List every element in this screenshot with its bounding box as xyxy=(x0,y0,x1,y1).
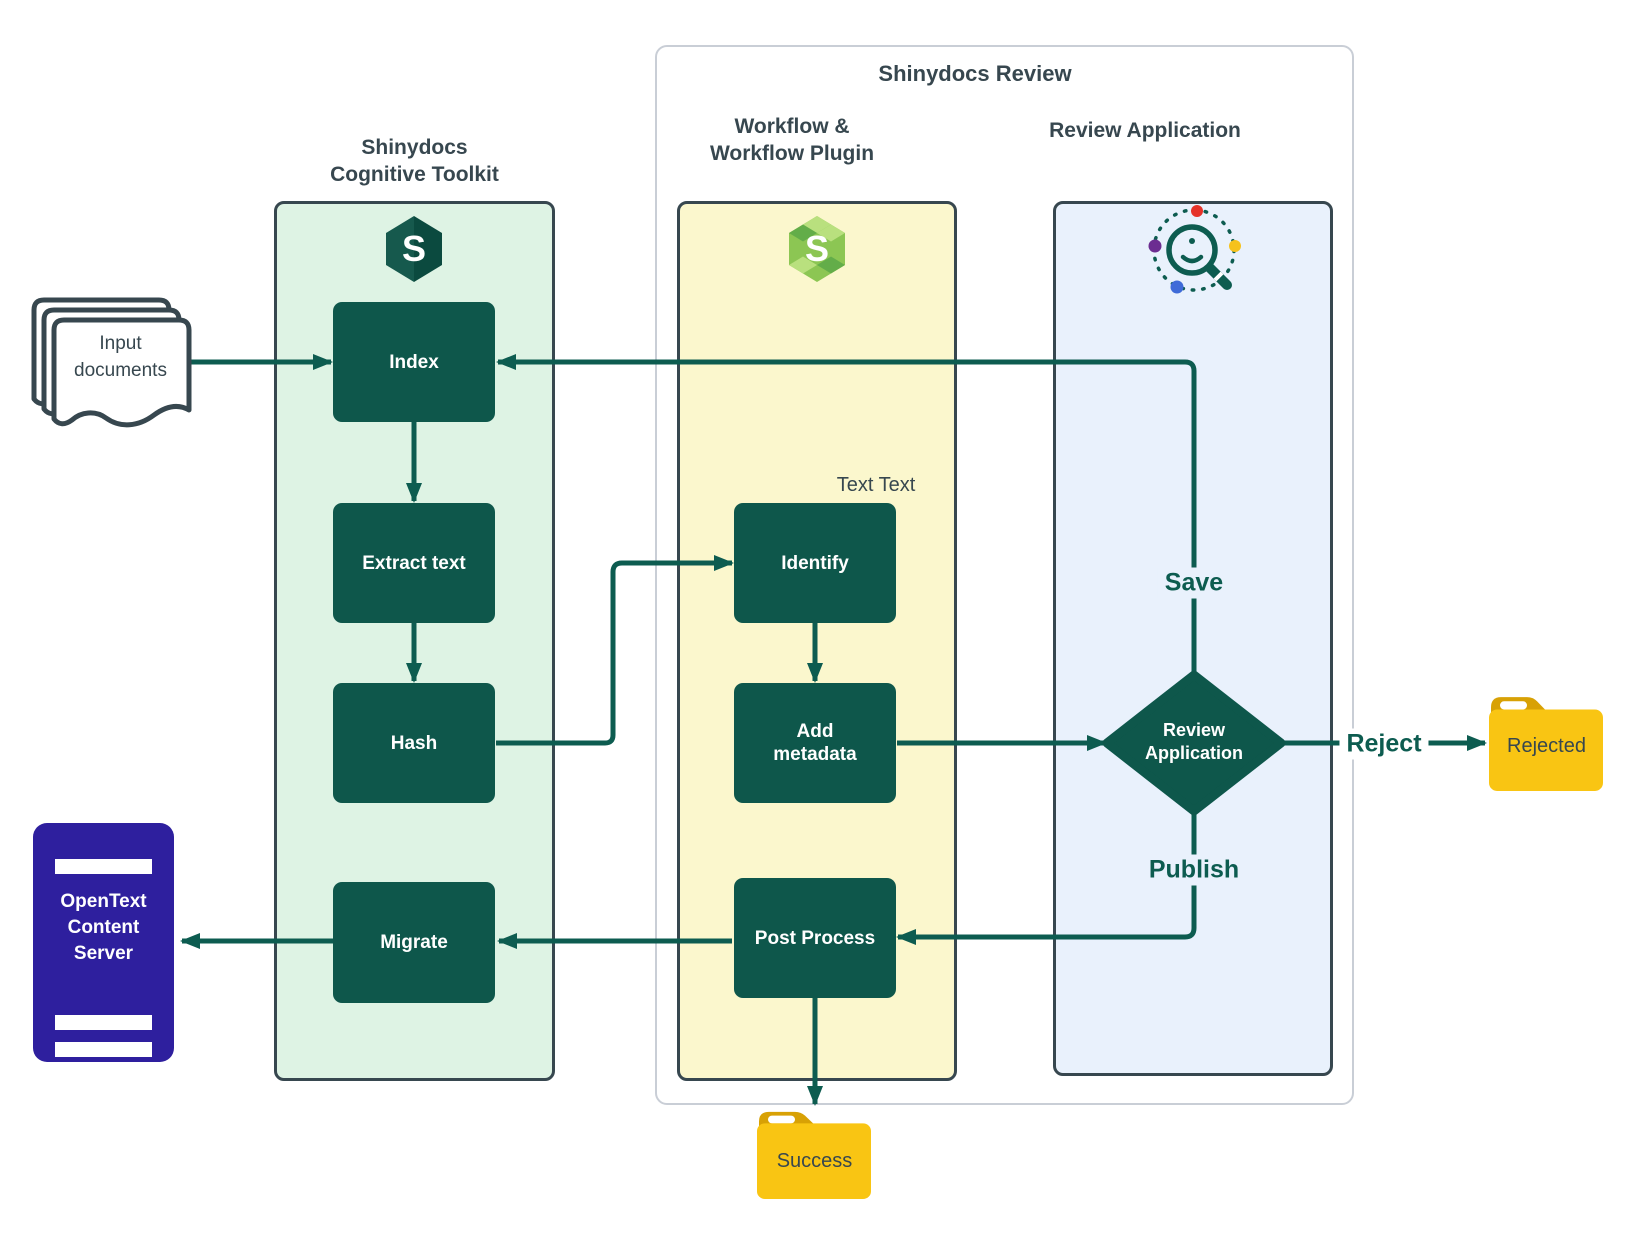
arrow-publish-to-postprocess xyxy=(896,811,1197,945)
rejected-folder-icon xyxy=(1489,697,1603,791)
review-magnifier-icon xyxy=(1148,205,1241,294)
shinydocs-review-title: Shinydocs Review xyxy=(878,61,1072,86)
add-metadata-node: Add metadata xyxy=(734,683,896,803)
rejected-folder-label: Rejected xyxy=(1507,735,1586,757)
opentext-server-label: OpenText Content Server xyxy=(60,891,147,964)
success-folder-icon xyxy=(757,1111,871,1200)
post-process-node: Post Process xyxy=(734,878,896,998)
migrate-node: Migrate xyxy=(333,882,495,1003)
svg-text:S: S xyxy=(805,228,829,269)
opentext-content-server: OpenText Content Server xyxy=(33,823,174,1062)
shinydocs-green-logo-icon: S xyxy=(789,216,845,282)
identify-node: Identify xyxy=(734,503,896,623)
index-node: Index xyxy=(333,302,495,422)
server-slot-bar xyxy=(55,1042,152,1057)
arrow-hash-to-identify xyxy=(496,555,734,746)
reject-label: Reject xyxy=(1339,728,1429,760)
save-label: Save xyxy=(1157,567,1231,599)
review-application-title: Review Application xyxy=(1049,119,1241,142)
input-documents-icon xyxy=(31,297,192,428)
hash-node: Hash xyxy=(333,683,495,803)
workflow-plugin-title: Workflow & Workflow Plugin xyxy=(709,115,875,165)
publish-label: Publish xyxy=(1141,854,1247,886)
review-application-diamond xyxy=(1102,670,1286,816)
server-slot-bar xyxy=(55,859,152,874)
svg-text:S: S xyxy=(402,228,426,269)
server-slot-bar xyxy=(55,1015,152,1030)
input-documents-label: Input documents xyxy=(74,333,167,381)
arrow-save-to-index xyxy=(496,354,1197,675)
extract-text-node: Extract text xyxy=(333,503,495,623)
success-folder-label: Success xyxy=(776,1150,853,1172)
cognitive-toolkit-title: Shinydocs Cognitive Toolkit xyxy=(330,136,499,186)
review-application-diamond-label: Review Application xyxy=(1145,720,1243,763)
text-text-label: Text Text xyxy=(836,474,916,496)
shinydocs-dark-logo-icon: S xyxy=(386,216,442,282)
